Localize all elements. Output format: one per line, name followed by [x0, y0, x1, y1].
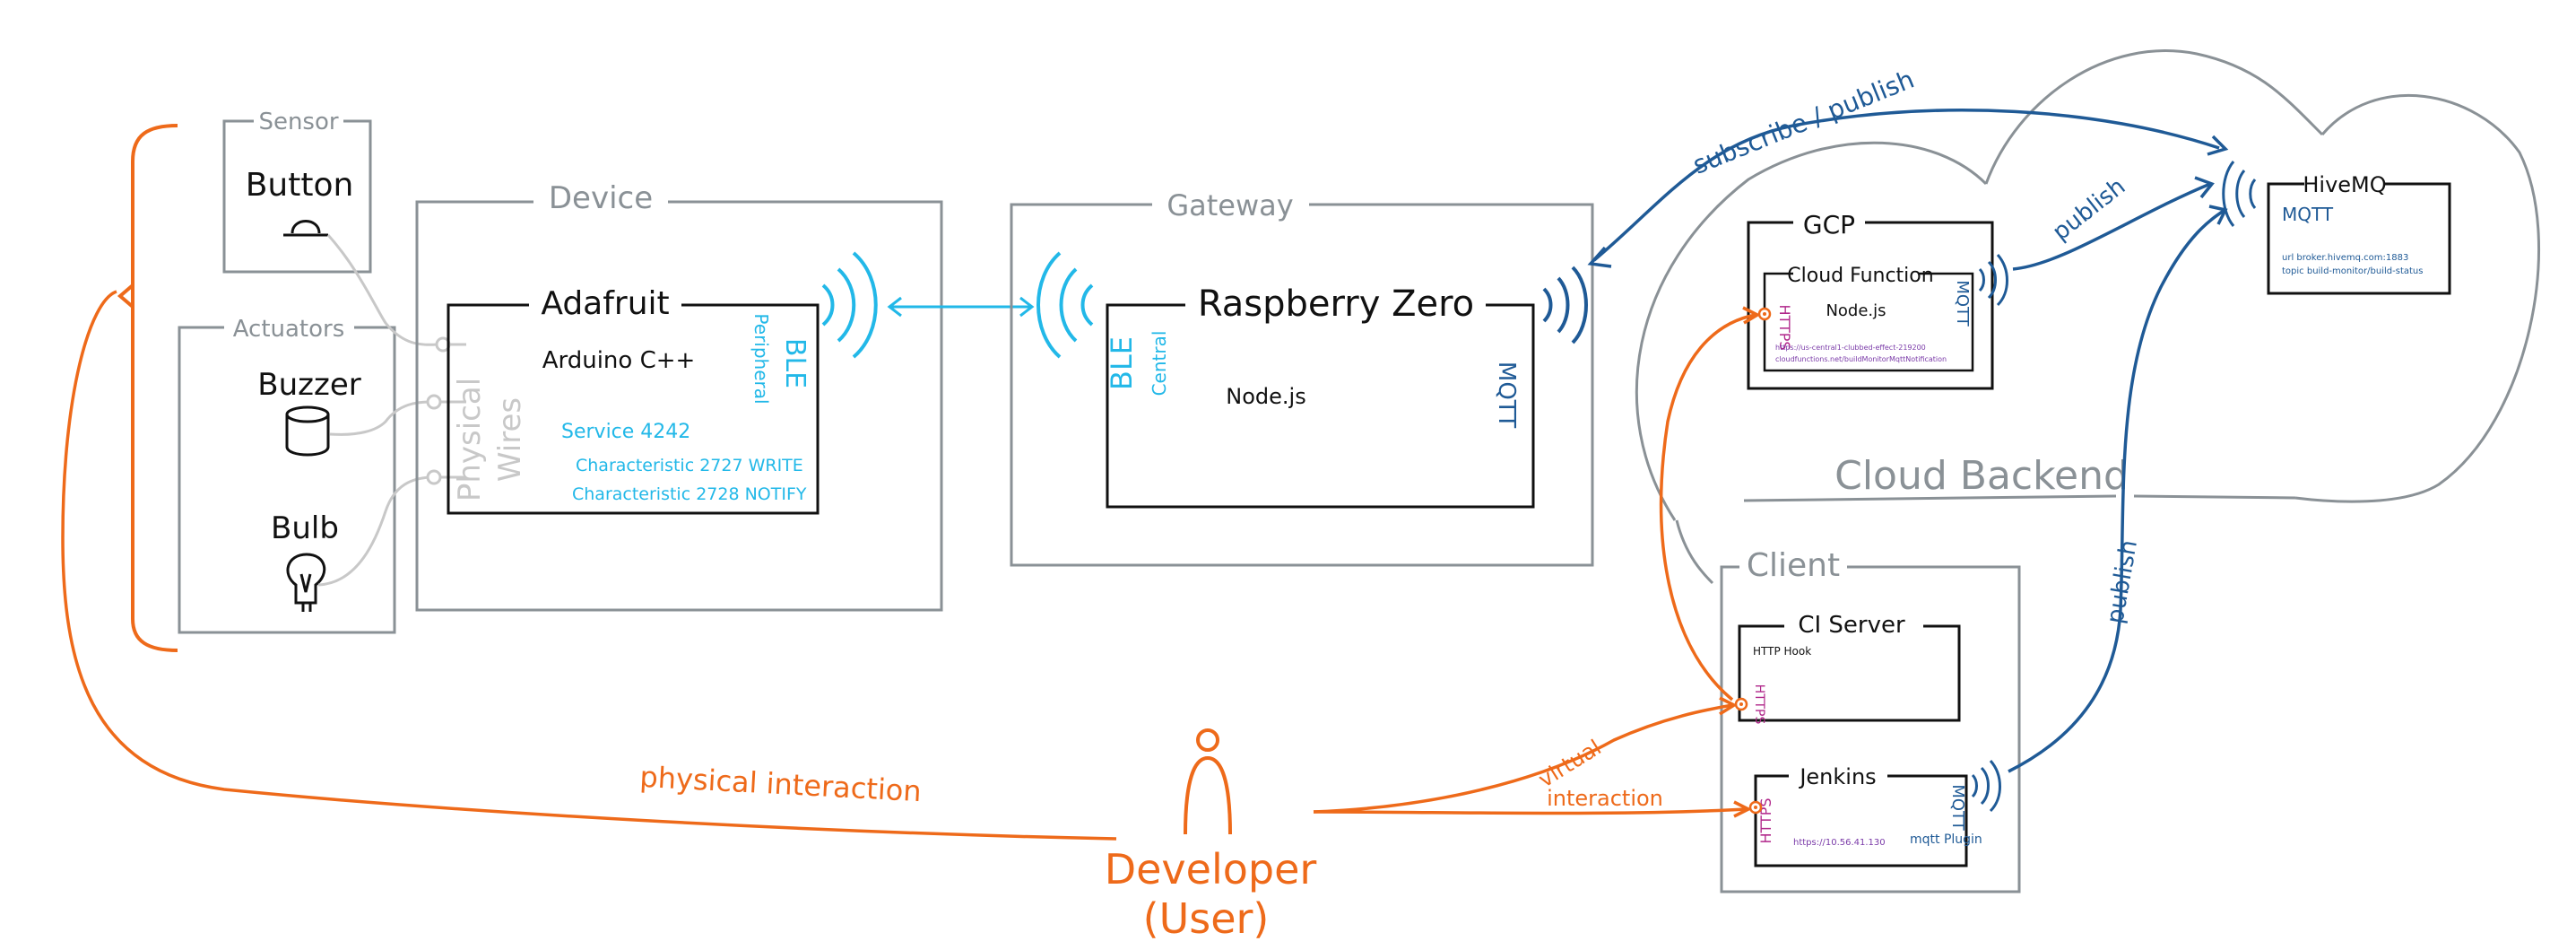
button-label: Button	[246, 167, 354, 204]
adafruit-char-notify: Characteristic 2728 NOTIFY	[572, 484, 807, 504]
jenkins-mqtt-signal-icon	[1971, 760, 2001, 813]
cloud-function-mqtt-signal-icon	[1978, 254, 2008, 307]
hivemq-title: HiveMQ	[2303, 172, 2386, 197]
adafruit-box: Adafruit Arduino C++ BLE Peripheral Serv…	[447, 285, 820, 515]
ci-server-title: CI Server	[1798, 612, 1905, 639]
hivemq-box: HiveMQ MQTT url broker.hivemq.com:1883 t…	[2267, 170, 2451, 295]
jenkins-https-endpoint-icon	[1748, 800, 1763, 815]
cloud-function-https-endpoint-icon	[1757, 307, 1772, 321]
ci-server-https-endpoint-icon	[1734, 697, 1748, 711]
hivemq-topic: topic build-monitor/build-status	[2282, 266, 2423, 276]
gateway-mqtt-signal-icon	[1542, 266, 1588, 344]
edge-interaction-label: interaction	[1547, 786, 1663, 811]
cloud-function-box: Cloud Function Node.js HTTPS MQTT https:…	[1763, 262, 1974, 372]
actuators-label: Actuators	[233, 316, 345, 343]
cloud-function-https: HTTPS	[1776, 304, 1793, 350]
developer-role: (User)	[1143, 894, 1270, 943]
adafruit-ble-label: BLE	[779, 338, 811, 388]
buzzer-label: Buzzer	[257, 367, 360, 403]
cloud-function-url-2: cloudfunctions.net/buildMonitorMqttNotif…	[1775, 355, 1947, 363]
bulb-label: Bulb	[271, 510, 339, 546]
ci-server-box: CI Server HTTP Hook HTTPS	[1738, 610, 1961, 725]
jenkins-url: https://10.56.41.130	[1793, 838, 1886, 848]
cloud-function-title: Cloud Function	[1787, 265, 1933, 287]
developer-name: Developer	[1105, 845, 1317, 893]
gcp-label: GCP	[1803, 210, 1855, 240]
edge-subscribe-publish-label: subscribe / publish	[1688, 65, 1918, 180]
adafruit-char-write: Characteristic 2727 WRITE	[576, 456, 803, 475]
device-label: Device	[549, 180, 653, 216]
cloud-outline	[1635, 49, 2541, 585]
sensor-group: Sensor Button	[222, 108, 372, 274]
adafruit-ble-signal-icon	[821, 251, 878, 359]
gateway-ble-signal-icon	[1036, 251, 1094, 359]
raspberry-ble-label: BLE	[1105, 336, 1139, 390]
mqtt-connections	[1587, 109, 2229, 773]
developer-figure-icon	[1184, 728, 1232, 835]
jenkins-title: Jenkins	[1798, 764, 1876, 789]
client-label: Client	[1747, 547, 1840, 584]
edge-physical-interaction-label: physical interaction	[639, 760, 923, 808]
edge-virtual-label: virtual	[1534, 735, 1606, 792]
cloud-function-url-1: https://us-central1-clubbed-effect-21920…	[1775, 344, 1926, 352]
button-icon	[283, 220, 328, 237]
raspberry-box: Raspberry Zero Node.js BLE Central MQTT	[1105, 283, 1535, 509]
jenkins-mqtt: MQTT	[1948, 784, 1967, 831]
gateway-label: Gateway	[1167, 188, 1293, 222]
actuators-group: Actuators Buzzer Bulb	[178, 314, 396, 634]
gateway-group: Gateway	[1010, 187, 1594, 567]
ci-server-https: HTTPS	[1752, 684, 1766, 725]
client-group: Client	[1720, 547, 2021, 893]
adafruit-subtitle: Arduino C++	[542, 347, 696, 374]
hivemq-mqtt: MQTT	[2282, 204, 2334, 225]
sensor-label: Sensor	[258, 109, 338, 135]
hivemq-url: url broker.hivemq.com:1883	[2282, 253, 2408, 263]
raspberry-ble-role: Central	[1149, 331, 1170, 397]
ci-server-hook: HTTP Hook	[1753, 645, 1811, 658]
wires-label: Wires	[492, 397, 528, 482]
cloud-backend-label: Cloud Backend	[1834, 453, 2129, 499]
jenkins-plugin: mqtt Plugin	[1910, 832, 1982, 847]
raspberry-title: Raspberry Zero	[1198, 283, 1474, 325]
adafruit-title: Adafruit	[541, 285, 669, 322]
gcp-box: GCP	[1747, 208, 1994, 390]
physical-wires	[317, 234, 466, 587]
edge-publish-right-label: publish	[2102, 538, 2143, 626]
raspberry-runtime: Node.js	[1226, 384, 1305, 409]
adafruit-service: Service 4242	[561, 421, 690, 443]
interaction-connections	[61, 290, 1761, 841]
jenkins-box: Jenkins HTTPS MQTT https://10.56.41.130 …	[1754, 763, 1982, 867]
cloud-function-runtime: Node.js	[1826, 301, 1886, 320]
cloud-function-mqtt: MQTT	[1953, 280, 1972, 327]
physical-label: Physical	[452, 378, 488, 501]
hivemq-signal-icon	[2222, 161, 2257, 227]
bulb-icon	[286, 553, 326, 612]
ble-link	[887, 296, 1035, 318]
device-group: Device	[415, 179, 943, 612]
user-bracket	[117, 124, 178, 652]
edge-publish-top-label: publish	[2048, 173, 2131, 246]
raspberry-mqtt-label: MQTT	[1493, 362, 1520, 428]
buzzer-icon	[285, 405, 330, 457]
adafruit-ble-role: Peripheral	[750, 313, 772, 404]
